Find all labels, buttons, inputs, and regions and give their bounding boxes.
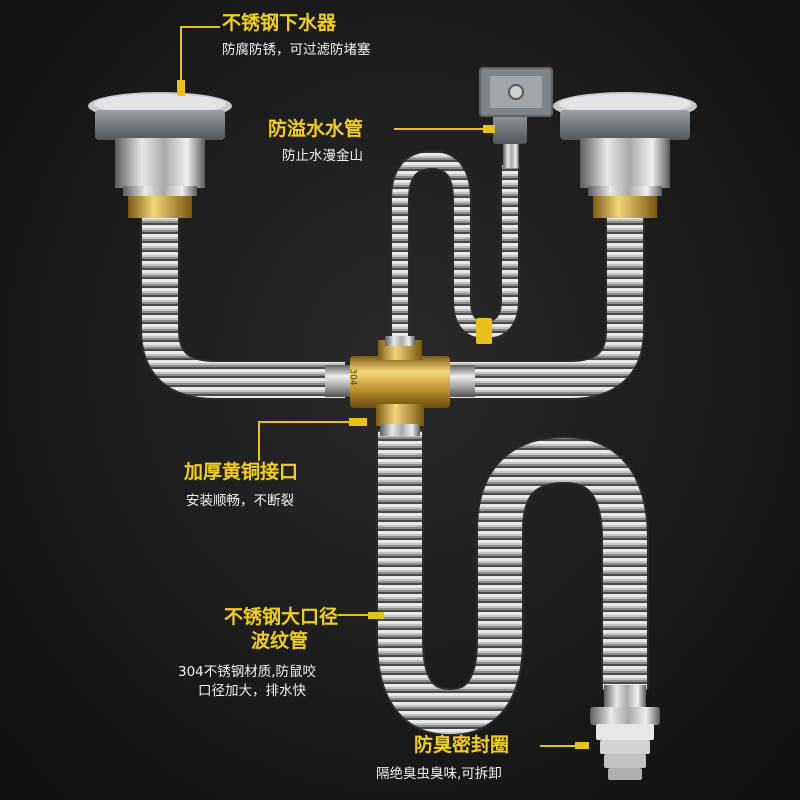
seal-desc: 隔绝臭虫臭味,可拆卸: [376, 766, 502, 782]
brass-title: 加厚黄铜接口: [184, 461, 299, 483]
pipe-callout-marker: [368, 612, 384, 619]
pipe-callout: 不锈钢大口径 波纹管: [178, 605, 338, 653]
brass-callout-line: [258, 421, 350, 423]
brass-tee-fitting: [325, 336, 475, 436]
brass-callout: 加厚黄铜接口 安装顺畅，不断裂: [184, 460, 298, 511]
odor-seal-connector: [590, 685, 660, 780]
pipe-title-line1: 不锈钢大口径: [223, 606, 338, 628]
seal-callout-marker: [575, 742, 589, 749]
drain-title: 不锈钢下水器: [222, 12, 337, 34]
pipe-desc-line1: 304不锈钢材质,防鼠咬: [178, 664, 317, 680]
seal-callout-line: [540, 745, 576, 747]
drain-desc: 防腐防锈，可过滤防堵塞: [222, 42, 371, 58]
pipe-callout-line: [338, 614, 370, 616]
overflow-callout: 防溢水水管 防止水漫金山: [268, 117, 363, 166]
seal-title: 防臭密封圈: [414, 734, 510, 756]
pipe-desc-line2: 口径加大，排水快: [198, 683, 306, 699]
right-corrugated-hose: [450, 215, 645, 400]
overflow-hose: [390, 67, 553, 345]
drain-callout: 不锈钢下水器 防腐防锈，可过滤防堵塞: [222, 11, 371, 60]
drain-callout-line-h: [180, 26, 220, 28]
fitting-stamp-text: 304: [347, 368, 358, 386]
drain-callout-marker: [177, 80, 185, 96]
overflow-callout-marker: [483, 125, 495, 133]
left-sink-strainer: [88, 92, 232, 218]
left-corrugated-hose: [140, 215, 345, 400]
brass-desc: 安装顺畅，不断裂: [186, 493, 294, 509]
overflow-title: 防溢水水管: [268, 118, 364, 140]
pipe-title-line2: 波纹管: [250, 630, 308, 652]
brass-callout-marker: [349, 418, 367, 426]
seal-callout: 防臭密封圈 隔绝臭虫臭味,可拆卸: [376, 733, 509, 784]
main-corrugated-drain-hose: [376, 430, 649, 737]
pipe-desc: 304不锈钢材质,防鼠咬 口径加大，排水快: [178, 663, 316, 701]
right-sink-strainer: [553, 92, 697, 218]
overflow-callout-line: [394, 128, 484, 130]
drain-callout-line: [180, 26, 182, 82]
overflow-desc: 防止水漫金山: [282, 148, 363, 164]
brass-callout-line-v: [258, 421, 260, 461]
